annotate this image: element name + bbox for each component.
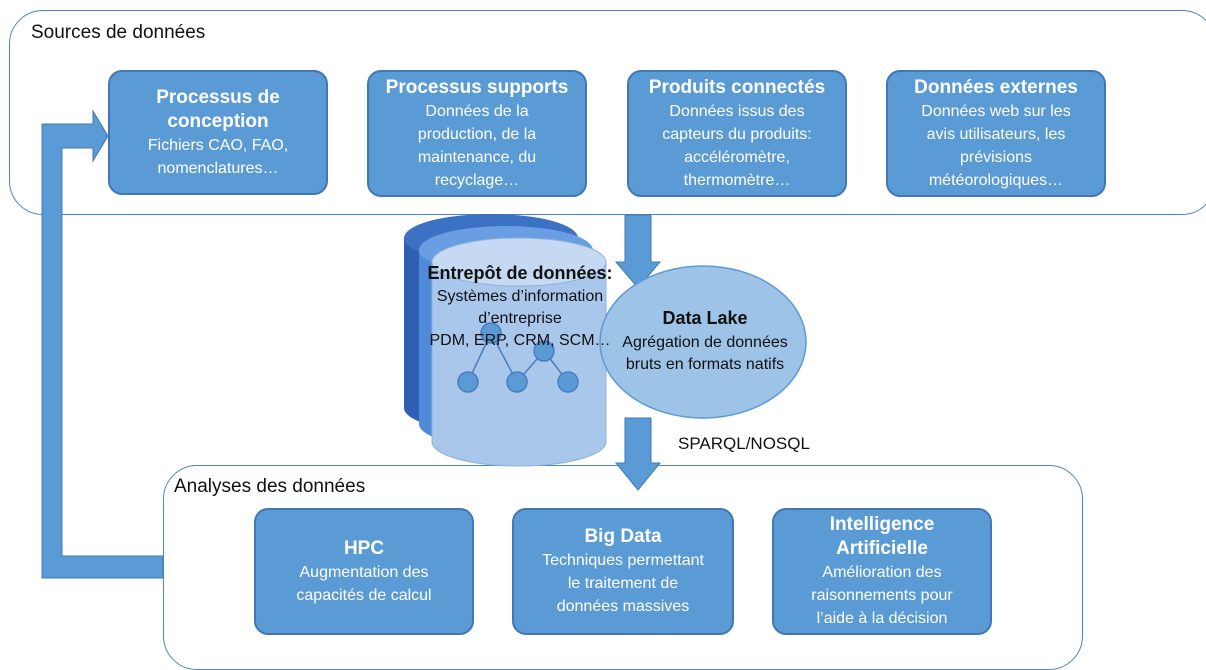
source-box-supports: Processus supports Données de la product… <box>367 70 587 197</box>
arrow-sources-to-lake <box>614 214 662 289</box>
source-box-desc: Données de la production, de la maintena… <box>417 102 537 189</box>
analysis-box-desc: Techniques permettant le traitement de d… <box>542 552 704 615</box>
source-box-desc: Données web sur les avis utilisateurs, l… <box>921 102 1071 189</box>
source-box-title: Produits connectés <box>648 76 826 98</box>
analysis-box-desc: Augmentation des capacités de calcul <box>296 563 432 604</box>
analysis-box-title: Big Data <box>584 526 662 547</box>
feedback-arrow <box>41 109 164 579</box>
warehouse-title: Entrepôt de données: <box>427 263 613 283</box>
data-lake-title: Data Lake <box>662 308 748 328</box>
source-box-conception: Processus de conception Fichiers CAO, FA… <box>108 70 328 195</box>
analysis-box-desc: Amélioration des raisonnements pour l’ai… <box>811 564 953 627</box>
sources-group-label: Sources de données <box>31 22 206 43</box>
analysis-box-bigdata: Big Data Techniques permettant le traite… <box>512 508 734 635</box>
source-box-desc: Fichiers CAO, FAO, nomenclatures… <box>147 136 289 177</box>
source-box-desc: Données issus des capteurs du produits: … <box>662 102 812 189</box>
network-icon <box>457 322 579 393</box>
source-box-external: Données externes Données web sur les avi… <box>886 70 1106 197</box>
analysis-box-title: HPC <box>343 537 385 559</box>
query-label: SPARQL/NOSQL <box>678 434 810 453</box>
analyses-group-label: Analyses des données <box>174 476 366 497</box>
analysis-box-hpc: HPC Augmentation des capacités de calcul <box>254 508 474 635</box>
source-box-title: Processus supports <box>385 76 569 98</box>
cylinder-front <box>431 237 607 467</box>
data-lake-desc: Agrégation de données bruts en formats n… <box>622 334 788 373</box>
data-lake-ellipse <box>599 265 807 419</box>
source-box-connected: Produits connectés Données issus des cap… <box>627 70 847 197</box>
source-box-title: Données externes <box>914 76 1078 98</box>
arrow-storage-to-analyses <box>614 417 662 491</box>
warehouse-desc: Systèmes d’information d’entreprise PDM,… <box>429 288 611 349</box>
analysis-box-title: Intelligence Artificielle <box>829 514 935 559</box>
analysis-box-ai: Intelligence Artificielle Amélioration d… <box>772 508 992 635</box>
source-box-title: Processus de conception <box>156 86 280 132</box>
